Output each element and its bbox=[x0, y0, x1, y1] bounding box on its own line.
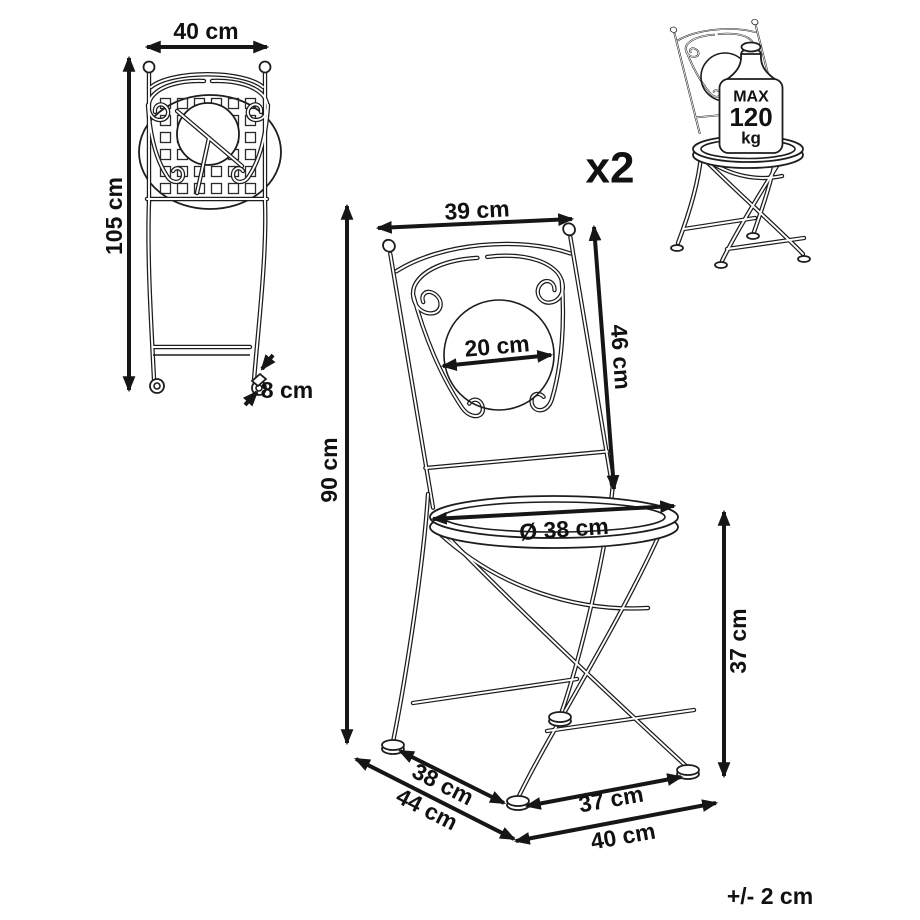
folded-height-label: 105 cm bbox=[101, 177, 127, 255]
backrest-height-label: 46 cm bbox=[606, 324, 636, 391]
dim-folded-depth-arrow-lower bbox=[242, 390, 259, 407]
dim-folded-depth-arrow-upper bbox=[260, 353, 276, 371]
mini-backrest bbox=[669, 18, 783, 135]
weight-value-label: 120 bbox=[729, 102, 772, 132]
dim-seat-diameter-arrow bbox=[430, 500, 677, 525]
weight-icon: MAX 120 kg bbox=[718, 41, 784, 154]
dimension-labels: 40 cm 105 cm 8 cm 39 cm 46 cm 20 cm 90 c… bbox=[101, 18, 813, 909]
dim-backrest-height-arrow bbox=[588, 224, 620, 492]
main-backrest bbox=[382, 222, 619, 508]
weight-neck bbox=[723, 53, 779, 81]
folded-foot-left bbox=[149, 378, 165, 394]
folded-chair-drawing bbox=[138, 60, 282, 396]
mini-feet bbox=[670, 232, 811, 269]
main-chair-drawing bbox=[381, 222, 700, 811]
folded-post-ball-right bbox=[258, 60, 272, 74]
seat-diameter-label: Ø 38 cm bbox=[518, 513, 609, 545]
dimension-arrows bbox=[122, 40, 731, 845]
weight-max-label: MAX bbox=[733, 89, 769, 106]
weight-body bbox=[718, 78, 784, 154]
front-feet-width-label: 37 cm bbox=[577, 781, 646, 818]
circle-diameter-label: 20 cm bbox=[463, 330, 530, 362]
front-width-total-label: 40 cm bbox=[589, 818, 658, 855]
main-post-ball-right bbox=[562, 222, 576, 237]
main-post-ball-left bbox=[382, 238, 396, 253]
back-width-label: 39 cm bbox=[444, 195, 510, 224]
seat-height-label: 37 cm bbox=[725, 608, 751, 673]
mini-chair-drawing: MAX 120 kg x2 bbox=[586, 18, 811, 269]
quantity-label: x2 bbox=[586, 144, 635, 193]
total-height-label: 90 cm bbox=[316, 437, 342, 502]
dim-front-width-total-arrow bbox=[513, 799, 719, 845]
weight-unit-label: kg bbox=[741, 129, 761, 148]
dim-back-width-arrow bbox=[375, 213, 575, 234]
folded-depth-label: 8 cm bbox=[261, 377, 313, 403]
dim-side-depth-total-arrow bbox=[354, 757, 516, 841]
tolerance-label: +/- 2 cm bbox=[727, 883, 813, 909]
dim-circle-diameter-arrow bbox=[440, 350, 554, 371]
folded-width-label: 40 cm bbox=[173, 18, 238, 44]
folded-foot-tab bbox=[250, 372, 268, 388]
folded-foot-left-cap bbox=[153, 382, 161, 390]
folded-post-ball-left bbox=[142, 60, 156, 74]
